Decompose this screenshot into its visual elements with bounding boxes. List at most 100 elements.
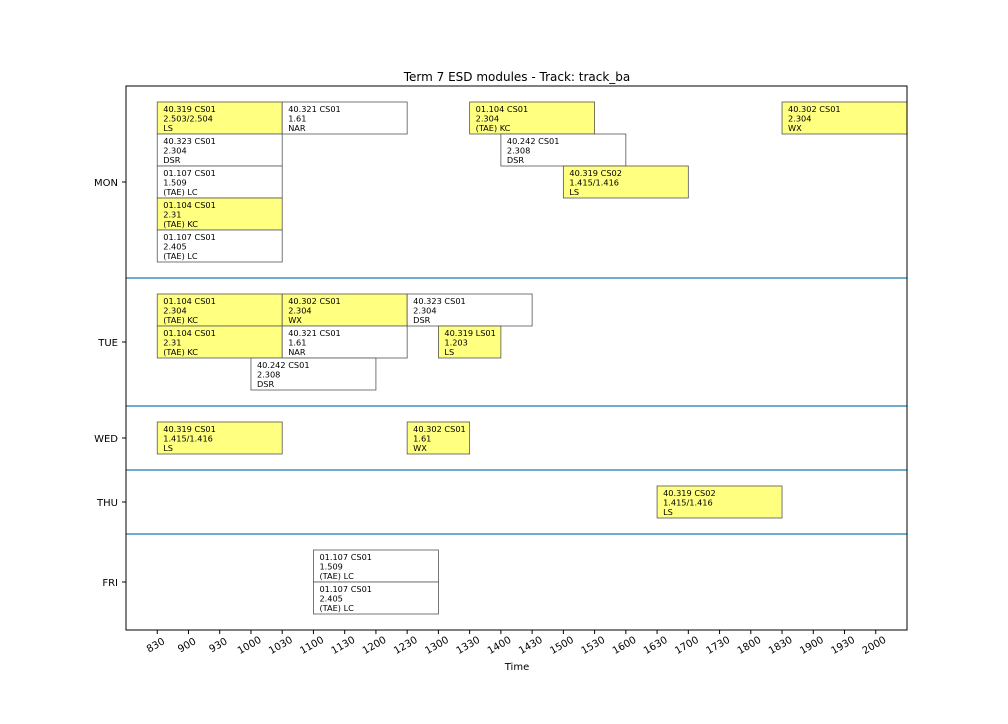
event-text: 2.304 [288,306,311,316]
event-text: LS [163,123,173,133]
event-text: 40.242 CS01 [257,360,310,370]
event-text: 2.304 [476,114,499,124]
event-box [281,325,408,359]
event-box [156,197,283,231]
event-text: 01.107 CS01 [319,552,372,562]
event-text: 40.319 CS01 [163,424,216,434]
day-label-wed: WED [94,434,118,445]
event-text: (TAE) LC [319,571,354,581]
event-text: 01.107 CS01 [319,584,372,594]
event-text: 01.107 CS01 [163,232,216,242]
event-box [313,581,439,615]
day-label-mon: MON [94,178,118,189]
x-tick-label: 1530 [580,635,608,657]
event-text: 01.104 CS01 [163,328,216,338]
event-text: 1.61 [288,338,306,348]
event-text: WX [413,443,427,453]
event-text: 1.509 [319,562,342,572]
x-tick-label: 1300 [423,635,451,657]
day-label-fri: FRI [102,578,118,589]
event-box [406,421,471,455]
x-tick-label: 1930 [829,635,857,657]
event-box [281,293,408,327]
event-text: LS [444,347,454,357]
x-tick-label: 900 [176,636,198,655]
event-text: DSR [413,315,431,325]
x-tick-label: 1000 [236,635,264,657]
event-box [156,421,283,455]
x-tick-label: 1100 [298,635,326,657]
event-text: LS [663,507,673,517]
event-text: 2.304 [788,114,811,124]
event-text: 40.321 CS01 [288,104,341,114]
x-tick-label: 1030 [267,635,295,657]
event-box [156,293,283,327]
event-text: 01.104 CS01 [476,104,529,114]
event-box [500,133,627,167]
event-box [156,101,283,135]
event-text: 1.203 [444,338,467,348]
event-text: NAR [288,123,306,133]
event-text: 40.302 CS01 [788,104,841,114]
event-text: (TAE) KC [476,123,511,133]
event-box [281,101,408,135]
x-tick-label: 1230 [392,635,420,657]
day-labels: MON TUE WED THU FRI [94,178,126,589]
x-axis-label: Time [504,662,529,673]
event-text: DSR [163,155,181,165]
day-label-tue: TUE [97,338,118,349]
event-text: 2.308 [507,146,530,156]
event-text: LS [569,187,579,197]
event-text: 2.304 [163,306,186,316]
event-text: 2.405 [319,594,342,604]
event-text: DSR [257,379,275,389]
x-tick-label: 830 [145,636,167,655]
x-tick-label: 1830 [767,635,795,657]
event-text: 2.503/2.504 [163,114,213,124]
event-text: 01.107 CS01 [163,168,216,178]
day-separators [126,277,907,535]
x-tick-label: 1400 [486,635,514,657]
event-text: WX [788,123,802,133]
event-box [156,133,283,167]
event-text: 2.405 [163,242,186,252]
x-tick-label: 1130 [330,635,358,657]
event-box [781,101,908,135]
x-tick-label: 1430 [517,635,545,657]
event-text: LS [163,443,173,453]
event-text: 40.302 CS01 [288,296,341,306]
x-tick-label: 1900 [798,635,826,657]
event-text: 1.509 [163,178,186,188]
event-text: 2.31 [163,338,181,348]
day-label-thu: THU [96,498,118,509]
event-box [437,325,502,359]
event-text: 40.302 CS01 [413,424,466,434]
event-box [562,165,689,199]
event-text: 40.242 CS01 [507,136,560,146]
event-text: 01.104 CS01 [163,200,216,210]
plot-frame [125,85,908,631]
x-tick-label: 2000 [861,635,889,657]
event-text: 40.319 CS02 [569,168,622,178]
event-text: 40.321 CS01 [288,328,341,338]
event-text: (TAE) KC [163,347,198,357]
x-tick-label: 1600 [611,635,639,657]
